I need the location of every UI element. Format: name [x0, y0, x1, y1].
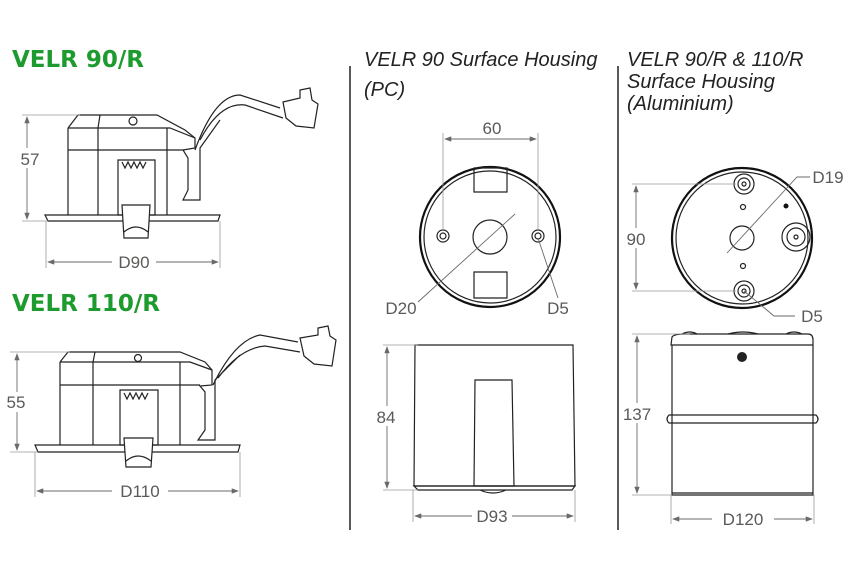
velr90-height-dimension: 57 — [14, 114, 80, 222]
pc-housing-material: (PC) — [364, 79, 405, 101]
pc-center-hole-label: D20 — [385, 299, 416, 318]
pc-diameter-label: D93 — [476, 507, 507, 526]
velr110-height-label: 55 — [7, 393, 26, 412]
velr110-side-view — [34, 325, 337, 468]
velr90-side-view — [44, 87, 319, 239]
model-title-velr90: VELR 90/R — [12, 47, 144, 73]
velr90-diameter-label: D90 — [118, 253, 149, 272]
alu-housing-top-view: 90 D19 D5 — [622, 166, 844, 326]
velr90-height-label: 57 — [21, 150, 40, 169]
velr110-height-dimension: 55 — [3, 351, 70, 453]
alu-housing-title: VELR 90/R & 110/R — [627, 49, 803, 71]
pc-mount-hole-label: D5 — [547, 299, 569, 318]
alu-cable-hole-label: D19 — [812, 168, 843, 187]
alu-diameter-label: D120 — [723, 510, 764, 529]
pc-housing-top-view: 60 D20 D5 — [385, 119, 568, 318]
pc-housing-side-view: 84 D93 — [372, 344, 577, 526]
alu-hole-spacing-label: 90 — [627, 230, 646, 249]
alu-housing-side-view: 137 D120 — [620, 331, 819, 529]
pc-housing-title: VELR 90 Surface Housing — [364, 49, 597, 71]
alu-housing-subtitle: Surface Housing — [627, 71, 775, 93]
pc-hole-spacing-label: 60 — [483, 119, 502, 138]
velr110-diameter-dimension: D110 — [34, 452, 241, 501]
model-title-velr110: VELR 110/R — [12, 291, 160, 317]
velr90-diameter-dimension: D90 — [45, 221, 221, 272]
alu-height-label: 137 — [623, 405, 651, 424]
alu-housing-material: (Aluminium) — [627, 93, 734, 115]
velr110-diameter-label: D110 — [120, 482, 159, 501]
alu-mount-hole-label: D5 — [801, 307, 823, 326]
pc-height-label: 84 — [377, 408, 396, 427]
